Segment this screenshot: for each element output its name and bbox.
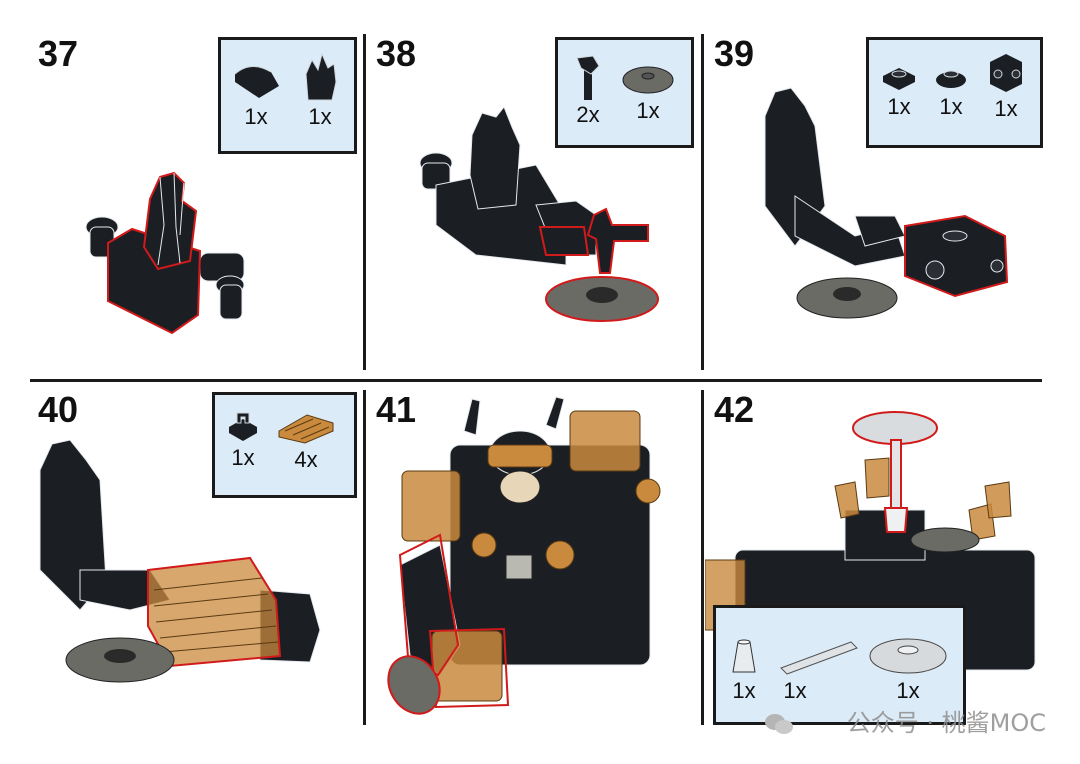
model-step-37: [85, 171, 245, 335]
part-qty: 4x: [294, 447, 318, 472]
part-qty: 1x: [939, 94, 963, 119]
curved-slope-icon: [234, 66, 279, 98]
part-39-3: 1x: [983, 50, 1029, 120]
part-38-1: 2x: [568, 54, 608, 126]
bar-icon: [780, 641, 858, 675]
parts-box-37: 1x 1x: [218, 37, 357, 154]
part-42-2: 1x: [774, 638, 864, 702]
part-qty: 1x: [732, 678, 756, 703]
vertical-divider-bottom-1: [363, 390, 366, 725]
vertical-divider-top-1: [363, 34, 366, 370]
step-number-38: 38: [376, 33, 417, 74]
step-number-40: 40: [38, 389, 79, 430]
grille-slope-icon: [278, 414, 334, 444]
part-qty: 1x: [636, 98, 660, 123]
clip-plate-icon: [229, 412, 257, 441]
part-37-1: 1x: [231, 56, 281, 128]
part-37-2: 1x: [297, 52, 343, 128]
part-qty: 2x: [576, 102, 600, 127]
round-plate-icon: [936, 70, 966, 88]
part-qty: 1x: [896, 678, 920, 703]
part-qty: 1x: [231, 445, 255, 470]
dish-icon: [869, 638, 947, 674]
step-number-41: 41: [376, 389, 417, 430]
step-number-42: 42: [714, 389, 755, 430]
parts-box-40: 1x 4x: [212, 392, 357, 498]
part-qty: 1x: [994, 96, 1018, 121]
plate-icon: [883, 68, 915, 90]
vertical-divider-bottom-2: [701, 390, 704, 725]
dish-icon: [622, 66, 674, 94]
part-39-2: 1x: [931, 62, 971, 118]
model-step-41: [387, 396, 661, 715]
part-42-3: 1x: [866, 628, 950, 702]
part-40-1: 1x: [223, 409, 263, 469]
clip-bar-icon: [576, 55, 600, 100]
part-39-1: 1x: [879, 62, 919, 118]
model-step-40: [39, 439, 321, 683]
crystal-icon: [305, 52, 337, 101]
watermark-text: 公众号 · 桃酱MOC: [846, 709, 1046, 737]
part-qty: 1x: [244, 104, 268, 129]
step-number-39: 39: [714, 33, 755, 74]
part-38-2: 1x: [620, 58, 676, 122]
part-42-1: 1x: [726, 636, 762, 702]
cone-icon: [732, 639, 756, 673]
parts-box-38: 2x 1x: [555, 37, 694, 148]
vertical-divider-top-2: [701, 34, 704, 370]
parts-box-39: 1x 1x 1x: [866, 37, 1043, 148]
brick-studs-icon: [990, 54, 1022, 92]
wechat-icon: [765, 714, 793, 734]
parts-box-42: 1x 1x 1x: [713, 605, 966, 725]
part-40-2: 4x: [275, 407, 337, 471]
horizontal-divider: [30, 379, 1042, 382]
model-step-39: [764, 87, 1009, 319]
part-qty: 1x: [887, 94, 911, 119]
model-step-38: [419, 106, 659, 322]
part-qty: 1x: [783, 678, 807, 703]
step-number-37: 37: [38, 33, 79, 74]
part-qty: 1x: [308, 104, 332, 129]
